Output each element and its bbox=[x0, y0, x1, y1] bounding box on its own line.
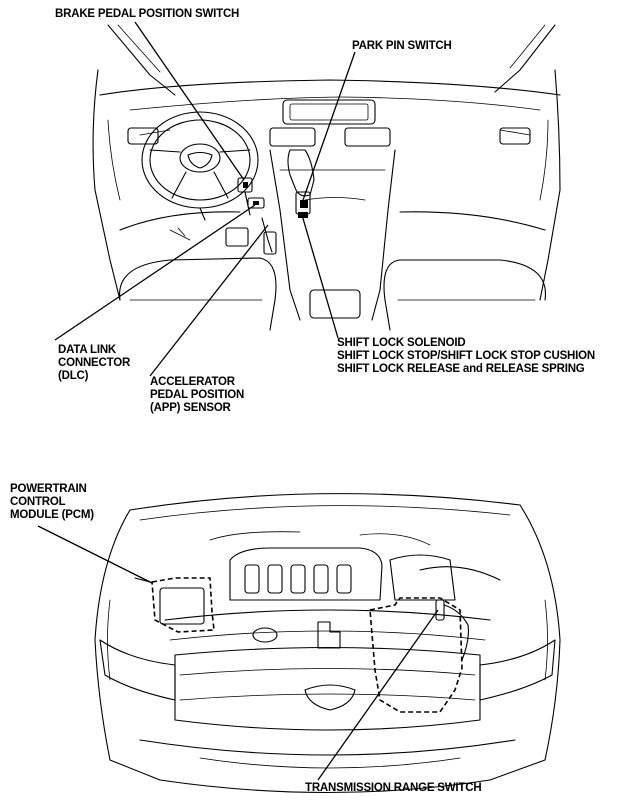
dlc-body bbox=[247, 197, 265, 209]
hood-edge bbox=[129, 493, 521, 511]
label-shift-lock-line-2: SHIFT LOCK STOP/SHIFT LOCK STOP CUSHION bbox=[337, 350, 595, 362]
console-left-edge bbox=[269, 149, 301, 321]
label-dlc: DATA LINK CONNECTOR (DLC) bbox=[58, 344, 130, 383]
grille bbox=[174, 646, 481, 731]
leader-app-sensor bbox=[149, 224, 269, 377]
brand-emblem bbox=[187, 151, 213, 169]
label-dlc-line-1: DATA LINK bbox=[58, 344, 117, 356]
fender-left bbox=[94, 509, 161, 781]
label-park-pin-switch: PARK PIN SWITCH bbox=[352, 40, 452, 52]
label-pcm-line-3: MODULE (PCM) bbox=[10, 509, 94, 521]
headlight-right bbox=[479, 639, 556, 701]
console-right-edge bbox=[371, 149, 396, 321]
label-transmission-range-switch: TRANSMISSION RANGE SWITCH bbox=[305, 782, 482, 794]
brake-pedal bbox=[225, 227, 249, 247]
engine-view bbox=[94, 493, 561, 794]
cabin-view bbox=[92, 24, 561, 331]
leader-brake-pedal-position-switch bbox=[134, 21, 245, 181]
pcm-outline bbox=[151, 577, 215, 633]
shift-lever bbox=[287, 149, 315, 197]
leader-pcm bbox=[37, 525, 153, 584]
label-dlc-line-2: CONNECTOR bbox=[58, 357, 131, 369]
a-pillar-right bbox=[494, 24, 556, 93]
label-shift-lock: SHIFT LOCK SOLENOID SHIFT LOCK STOP/SHIF… bbox=[337, 337, 595, 376]
accelerator-pedal bbox=[263, 231, 277, 255]
dashboard-top bbox=[99, 79, 561, 96]
label-app-sensor-line-3: (APP) SENSOR bbox=[150, 402, 231, 414]
label-pcm: POWERTRAIN CONTROL MODULE (PCM) bbox=[10, 483, 94, 522]
leader-park-pin-switch bbox=[302, 51, 356, 201]
passenger-seat bbox=[383, 259, 546, 331]
grille-emblem bbox=[304, 684, 356, 711]
steering-wheel-outer bbox=[141, 111, 259, 209]
shift-lock-solenoid-body bbox=[298, 212, 308, 218]
label-shift-lock-line-1: SHIFT LOCK SOLENOID bbox=[337, 337, 466, 349]
leader-shift-lock bbox=[301, 214, 339, 339]
label-dlc-line-3: (DLC) bbox=[58, 370, 89, 382]
label-brake-pedal-position-switch: BRAKE PEDAL POSITION SWITCH bbox=[55, 8, 240, 20]
driver-seat bbox=[119, 257, 277, 331]
leader-dlc bbox=[54, 204, 256, 341]
door-right bbox=[539, 69, 561, 301]
label-shift-lock-line-3: SHIFT LOCK RELEASE and RELEASE SPRING bbox=[337, 363, 585, 375]
cupholder bbox=[309, 289, 361, 319]
vent-left bbox=[269, 127, 316, 147]
leader-lines bbox=[37, 21, 439, 781]
park-pin-switch-body bbox=[300, 200, 308, 208]
label-app-sensor-line-1: ACCELERATOR bbox=[150, 376, 235, 388]
vent-right bbox=[344, 127, 391, 147]
a-pillar-left bbox=[107, 24, 176, 96]
transmission-range-switch-body bbox=[435, 599, 445, 621]
transmission-outline bbox=[369, 597, 463, 713]
label-pcm-line-1: POWERTRAIN bbox=[10, 483, 87, 495]
headlight-left bbox=[99, 639, 176, 701]
label-pcm-line-2: CONTROL bbox=[10, 496, 66, 508]
label-app-sensor-line-2: PEDAL POSITION bbox=[150, 389, 245, 401]
door-left bbox=[92, 69, 121, 301]
bumper bbox=[139, 739, 516, 756]
display-screen bbox=[282, 99, 376, 125]
steering-hub bbox=[179, 143, 221, 173]
leader-transmission-range-switch bbox=[317, 609, 439, 781]
engine-cover bbox=[229, 547, 383, 601]
label-app-sensor: ACCELERATOR PEDAL POSITION (APP) SENSOR bbox=[150, 376, 244, 415]
fender-right bbox=[489, 504, 561, 781]
